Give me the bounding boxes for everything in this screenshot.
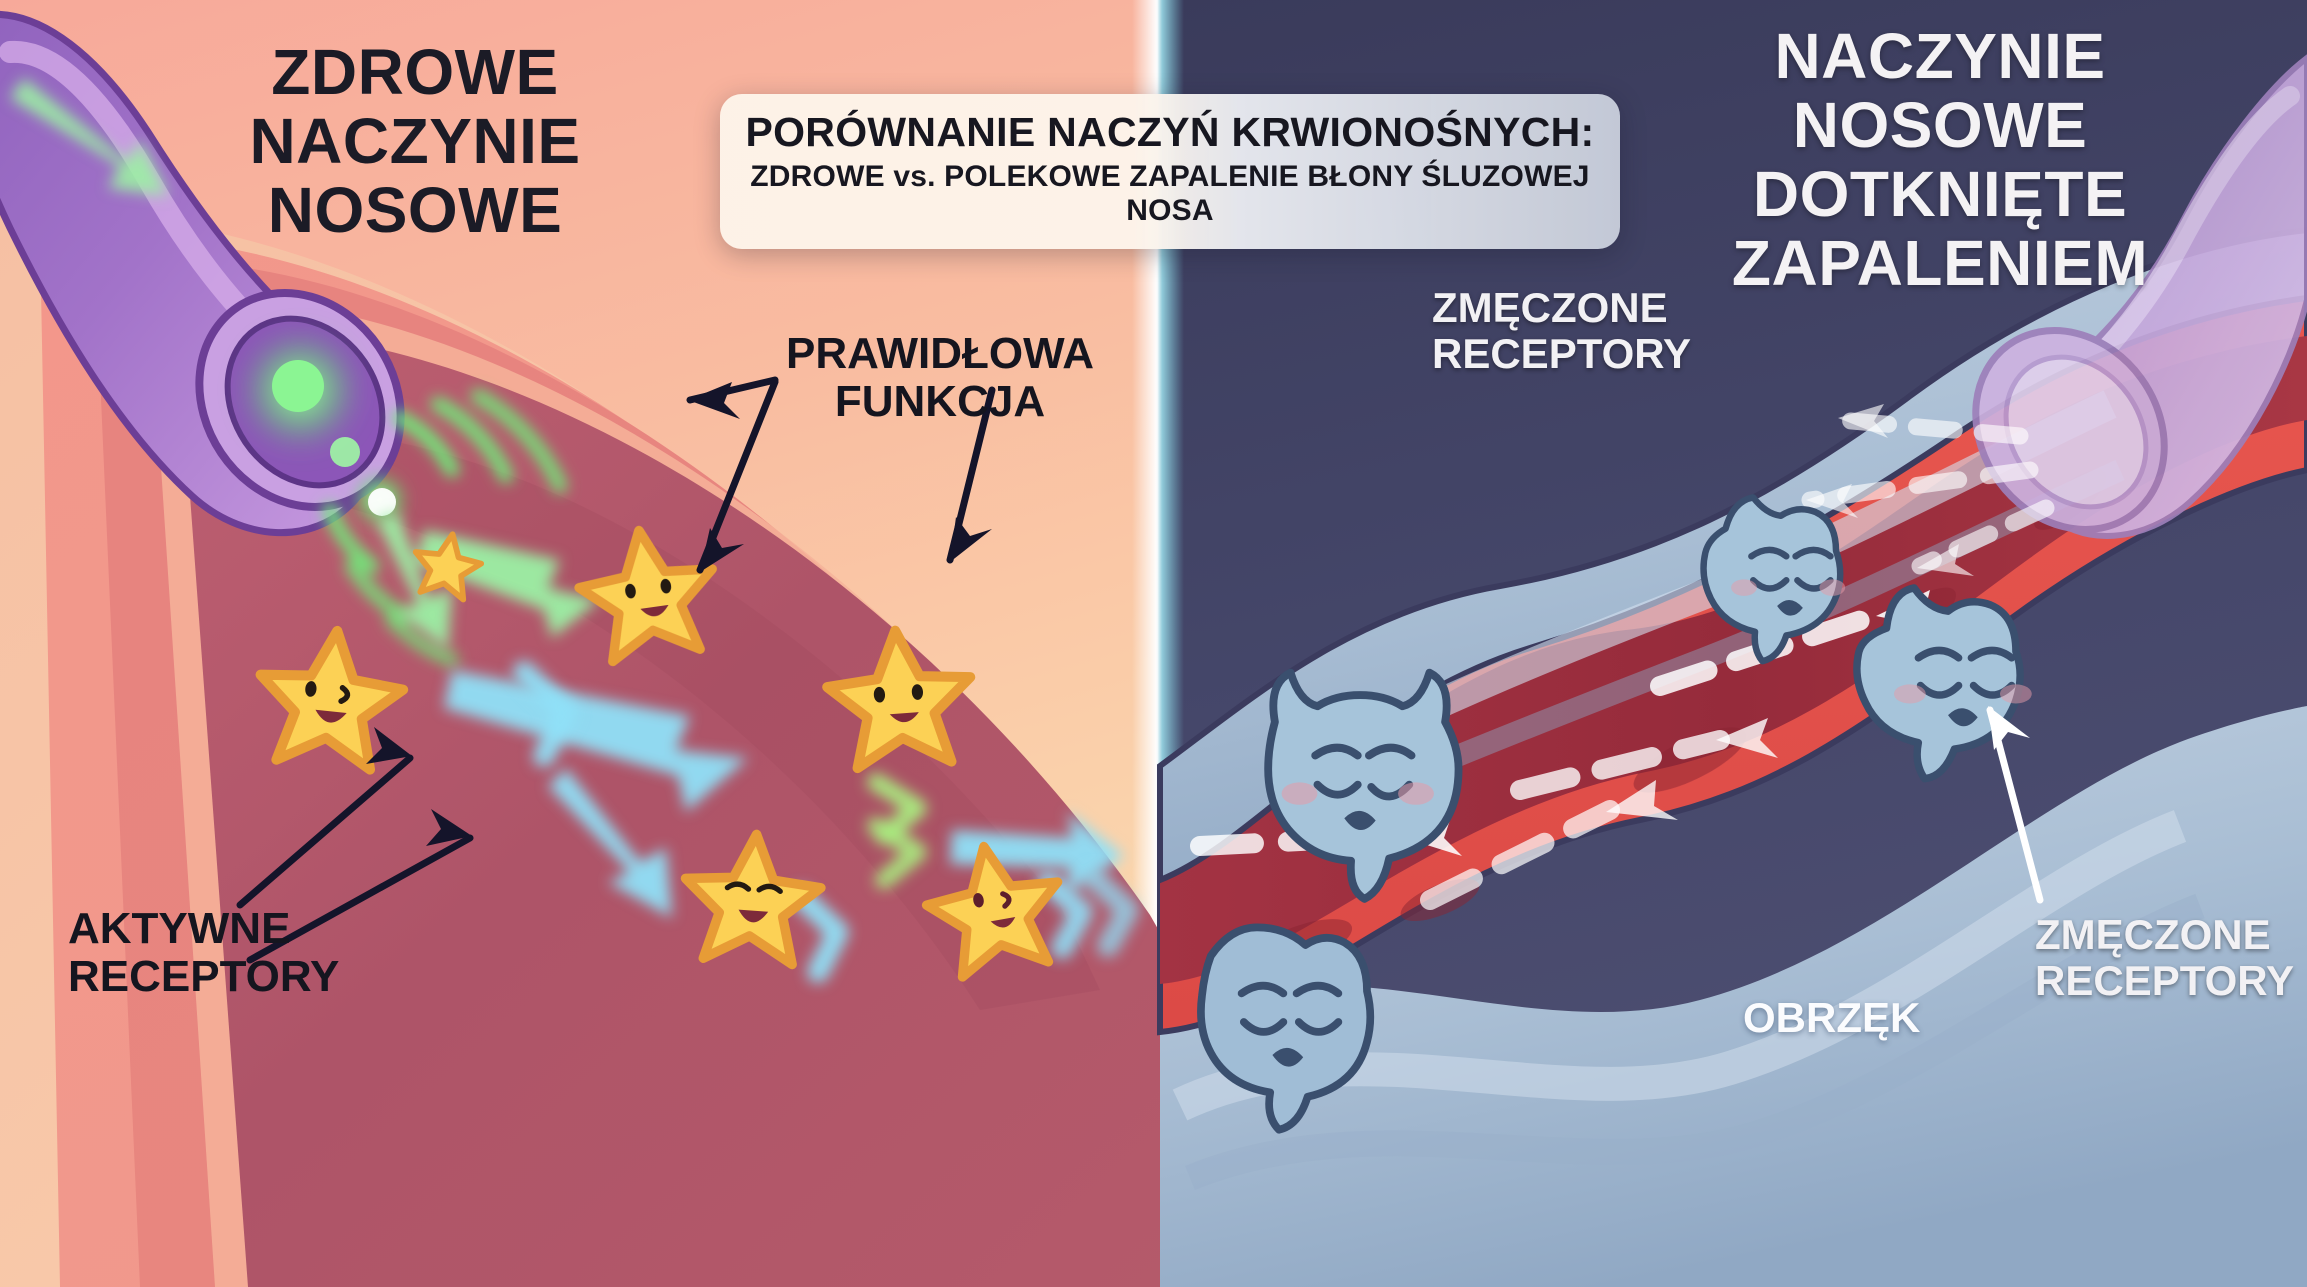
arrowhead-pf-2 xyxy=(700,528,744,572)
title-line-1: PORÓWNANIE NACZYŃ KRWIONOŚNYCH: xyxy=(745,109,1595,155)
sad-blob xyxy=(1197,923,1375,1134)
green-arrow-2 xyxy=(376,512,452,650)
annotation-arrowheads-left xyxy=(366,382,992,846)
happy-star xyxy=(822,625,976,774)
chevrons-green xyxy=(867,773,927,889)
signal-arcs-green xyxy=(322,388,568,668)
receptor-node-3 xyxy=(368,488,396,516)
happy-star xyxy=(574,525,717,667)
sad-blob xyxy=(1264,668,1463,903)
cyan-arrow-2 xyxy=(548,768,672,918)
chevron-cyan-1 xyxy=(513,661,577,767)
happy-star xyxy=(412,531,485,603)
weak-signal-arrowheads xyxy=(1806,404,1974,576)
flow-dash-2 xyxy=(1420,800,1620,910)
chevron-cyan-4 xyxy=(1083,867,1139,957)
happy-receptor-stars xyxy=(255,525,1063,982)
arrowhead-ar-2 xyxy=(426,809,472,846)
receptor-node-2 xyxy=(330,437,360,467)
arrowhead-pf-1 xyxy=(688,382,740,419)
arrowhead-ar-1 xyxy=(366,727,412,764)
green-arrow-upper xyxy=(10,78,168,196)
chevrons-cyan xyxy=(513,661,1139,983)
nerve-terminal-inflamed xyxy=(1972,54,2307,539)
flow-dash-3 xyxy=(1510,730,1730,800)
happy-star xyxy=(255,625,409,775)
arrow-line-ar-2 xyxy=(246,834,474,964)
happy-star xyxy=(921,841,1063,982)
chevron-cyan-2 xyxy=(791,887,849,983)
weak-arrow-1 xyxy=(1801,461,2039,509)
receptor-node-1 xyxy=(272,360,324,412)
arrow-line-ar-1 xyxy=(236,754,414,909)
arrowhead-pf-3 xyxy=(950,517,992,562)
tired-receptor-blobs xyxy=(1197,494,2032,1134)
flow-arrows-cyan xyxy=(444,670,1124,918)
cyan-arrow-3 xyxy=(950,812,1124,896)
edema-lower-mass xyxy=(1160,706,2307,1287)
title-line-2: ZDROWE vs. POLEKOWE ZAPALENIE BŁONY ŚLUZ… xyxy=(750,159,1590,228)
annotation-arrow-right xyxy=(1986,706,2044,904)
chevron-green-2 xyxy=(867,817,927,889)
happy-star xyxy=(680,829,826,970)
title-card: PORÓWNANIE NACZYŃ KRWIONOŚNYCH: ZDROWE v… xyxy=(720,94,1620,249)
chevron-green-1 xyxy=(867,773,927,845)
sad-blob xyxy=(1853,584,2032,783)
edema-lower-highlight-2 xyxy=(1185,893,2205,1191)
arrowhead-tr-bottom xyxy=(1988,706,2030,750)
cyan-arrow-1 xyxy=(444,670,748,812)
chevron-cyan-3 xyxy=(1037,871,1093,959)
sad-blob xyxy=(1700,494,1846,665)
